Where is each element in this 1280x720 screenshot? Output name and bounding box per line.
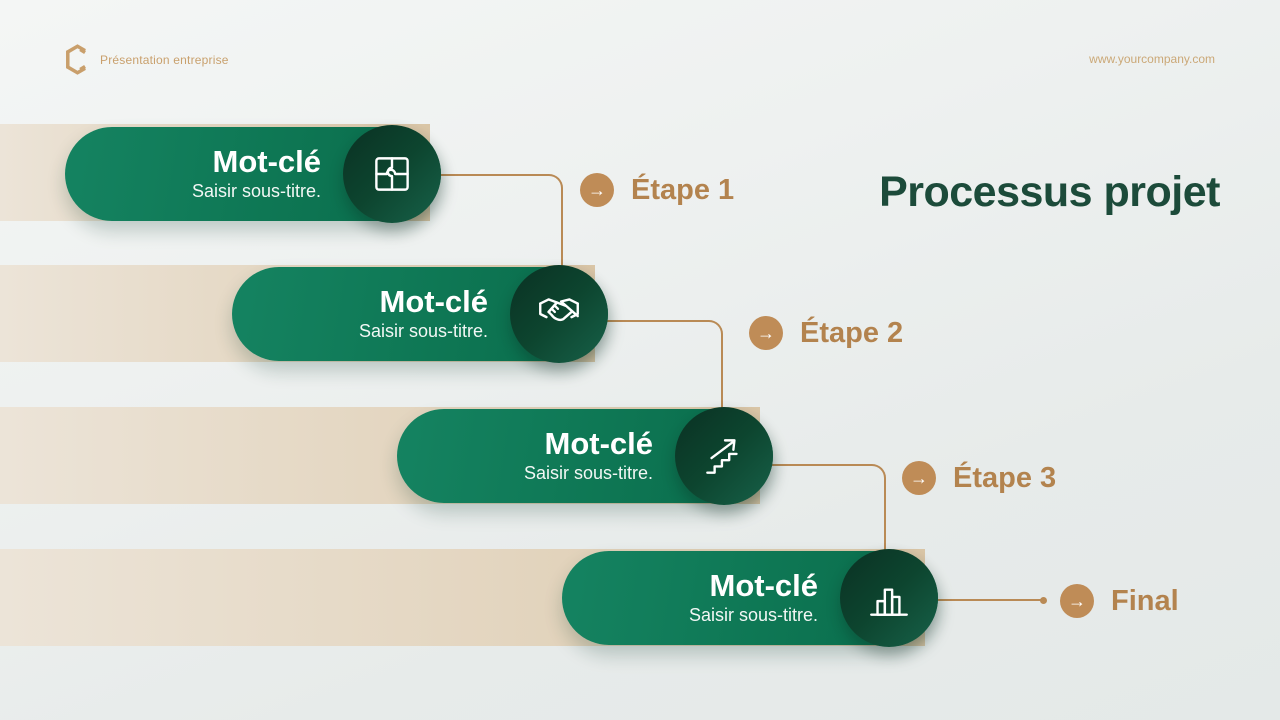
page-title: Processus projet [879, 168, 1220, 216]
connector-step2-step3 [606, 320, 723, 408]
step-3-keyword: Mot-clé [544, 426, 654, 462]
arrow-right-icon: → [749, 316, 783, 350]
step-4-subtitle: Saisir sous-titre. [688, 604, 818, 625]
step-label-3-text: Étape 3 [953, 461, 1057, 494]
arrow-right-icon: → [902, 461, 936, 495]
step-3-text: Mot-clé Saisir sous-titre. [524, 428, 653, 483]
step-2-icon-circle [510, 265, 608, 363]
step-label-final: → Final [1060, 584, 1179, 618]
step-label-1: → Étape 1 [580, 173, 734, 207]
step-3-subtitle: Saisir sous-titre. [523, 462, 653, 483]
stairs-growth-icon [699, 431, 749, 481]
arrow-right-icon: → [580, 173, 614, 207]
brand: Présentation entreprise [64, 44, 229, 75]
step-label-1-text: Étape 1 [631, 173, 735, 206]
connector-step1-step2 [440, 174, 563, 266]
hexagon-c-logo-icon [64, 44, 91, 75]
step-label-3: → Étape 3 [902, 461, 1056, 495]
step-2-keyword: Mot-clé [379, 284, 489, 320]
step-label-2: → Étape 2 [749, 316, 903, 350]
arrow-right-icon: → [1060, 584, 1094, 618]
step-pill-2: Mot-clé Saisir sous-titre. [232, 265, 608, 363]
step-pill-4: Mot-clé Saisir sous-titre. [562, 549, 938, 647]
step-2-subtitle: Saisir sous-titre. [358, 320, 488, 341]
step-label-2-text: Étape 2 [800, 316, 904, 349]
step-1-icon-circle [343, 125, 441, 223]
step-pill-3: Mot-clé Saisir sous-titre. [397, 407, 773, 505]
bar-chart-icon [864, 573, 914, 623]
step-pill-1: Mot-clé Saisir sous-titre. [65, 125, 441, 223]
handshake-icon [534, 289, 584, 339]
step-4-icon-circle [840, 549, 938, 647]
website-link[interactable]: www.yourcompany.com [1089, 52, 1215, 66]
step-3-icon-circle [675, 407, 773, 505]
company-label: Présentation entreprise [100, 52, 229, 67]
step-1-text: Mot-clé Saisir sous-titre. [192, 146, 321, 201]
connector-step4-final [937, 597, 1047, 604]
connector-step3-step4 [770, 464, 886, 551]
step-1-subtitle: Saisir sous-titre. [191, 180, 321, 201]
step-2-text: Mot-clé Saisir sous-titre. [359, 286, 488, 341]
step-4-keyword: Mot-clé [709, 568, 819, 604]
slide-header: Présentation entreprise www.yourcompany.… [0, 0, 1280, 90]
step-1-keyword: Mot-clé [212, 144, 322, 180]
step-label-final-text: Final [1111, 584, 1179, 617]
puzzle-icon [367, 149, 417, 199]
step-4-text: Mot-clé Saisir sous-titre. [689, 570, 818, 625]
